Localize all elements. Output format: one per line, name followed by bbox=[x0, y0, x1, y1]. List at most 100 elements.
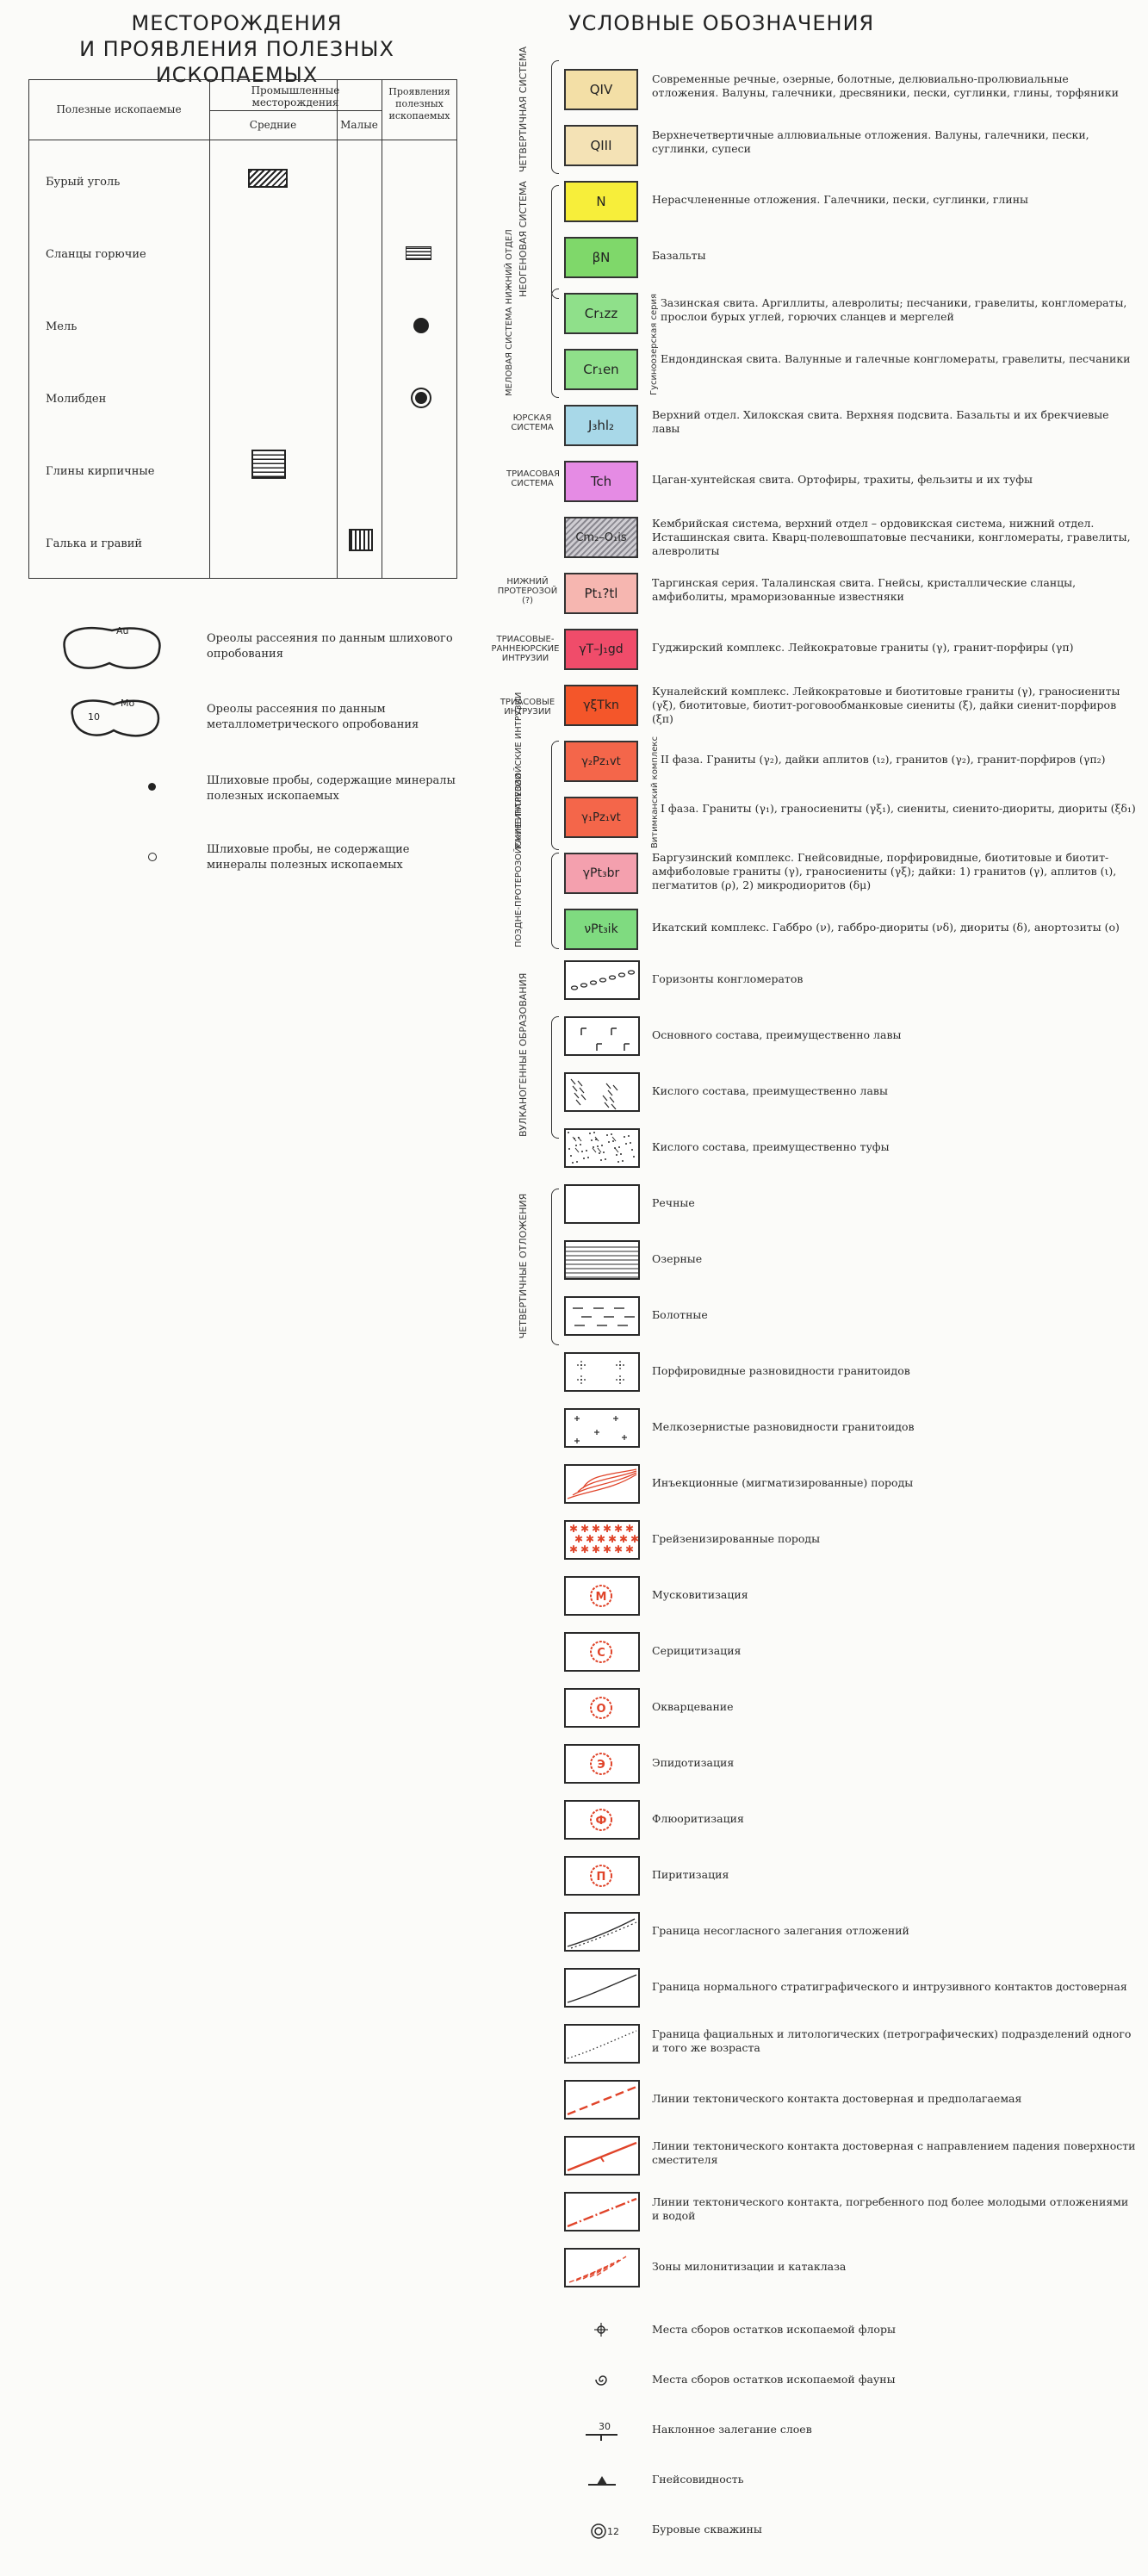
deposits-title: МЕСТОРОЖДЕНИЯ И ПРОЯВЛЕНИЯ ПОЛЕЗНЫХ ИСКО… bbox=[9, 10, 465, 88]
normal-contact-pattern-icon bbox=[564, 1968, 640, 2008]
legend-text: Граница несогласного залегания отложений bbox=[652, 1924, 909, 1937]
silicification-pattern-icon: О bbox=[564, 1688, 640, 1728]
deposit-name: Галька и гравий bbox=[46, 537, 143, 550]
copper-icon bbox=[413, 318, 429, 333]
brick-clay-icon bbox=[251, 450, 286, 479]
header-mineral: Полезные ископаемые bbox=[56, 103, 182, 115]
mo-label: Mo bbox=[121, 698, 134, 709]
basic-lavas-pattern-icon bbox=[564, 1016, 640, 1056]
svg-text:✱: ✱ bbox=[603, 1523, 611, 1535]
deposit-name: Сланцы горючие bbox=[46, 248, 146, 261]
legend-text: Современные речные, озерные, болотные, д… bbox=[652, 72, 1119, 99]
svg-text:✱: ✱ bbox=[580, 1543, 589, 1555]
deposit-name: Мель bbox=[46, 320, 78, 333]
group-label: МЕЛОВАЯ СИСТЕМА НИЖНИЙ ОТДЕЛ bbox=[505, 229, 514, 396]
group-label: ЧЕТВЕРТИЧНАЯ СИСТЕМА bbox=[518, 46, 529, 172]
unit-box-nu-pt3ik: νPt₃ik bbox=[564, 909, 638, 950]
grade-label: 10 bbox=[88, 711, 100, 723]
group-label: ПОЗДНЕ-ПРОТЕРОЗОЙСКИЕ ИНТРУЗИИ bbox=[514, 773, 524, 947]
legend-text: Граница фациальных и литологических (пет… bbox=[652, 2027, 1132, 2054]
group-label: ЧЕТВЕРТИЧНЫЕ ОТЛОЖЕНИЯ bbox=[518, 1193, 529, 1339]
table-border-top bbox=[28, 79, 457, 80]
group-label: НЕОГЕНОВАЯ СИСТЕМА bbox=[518, 181, 529, 297]
legend-text: Верхнечетвертичные аллювиальные отложени… bbox=[652, 128, 1089, 155]
unit-box-gamma-t-j1gd: γT–J₁gd bbox=[564, 629, 638, 670]
svg-text:✱: ✱ bbox=[569, 1543, 578, 1555]
legend-text: Порфировидные разновидности гранитоидов bbox=[652, 1364, 910, 1377]
svg-text:✱: ✱ bbox=[592, 1523, 600, 1535]
positive-sample-icon bbox=[148, 783, 156, 791]
group-brace bbox=[551, 1189, 559, 1345]
legend-text: Горизонты конгломератов bbox=[652, 972, 804, 985]
group-brace bbox=[551, 1016, 559, 1139]
deposit-name: Молибден bbox=[46, 393, 107, 406]
gravel-icon bbox=[349, 529, 373, 551]
unit-box-cr1en: Cr₁en bbox=[564, 349, 638, 390]
legend-text: Наклонное залегание слоев bbox=[652, 2423, 812, 2436]
legend-text: Гуджирский комплекс. Лейкократовые грани… bbox=[652, 641, 1074, 654]
svg-text:✱: ✱ bbox=[625, 1523, 634, 1535]
muscovitization-pattern-icon: М bbox=[564, 1576, 640, 1616]
unit-box-gamma-xi-tkn: γξTkn bbox=[564, 685, 638, 726]
svg-text:О: О bbox=[596, 1703, 605, 1716]
unconformity-pattern-icon bbox=[564, 1912, 640, 1952]
svg-text:✱: ✱ bbox=[625, 1543, 634, 1555]
legend-text: Пиритизация bbox=[652, 1868, 729, 1881]
borehole-number: 12 bbox=[607, 2526, 619, 2537]
table-border-left bbox=[28, 79, 29, 579]
injection-pattern-icon bbox=[564, 1464, 640, 1504]
tectonic-contact-pattern-icon bbox=[564, 2080, 640, 2120]
legend-text: Места сборов остатков ископаемой фауны bbox=[652, 2373, 896, 2386]
acid-lavas-pattern-icon bbox=[564, 1072, 640, 1112]
svg-text:✱: ✱ bbox=[614, 1523, 623, 1535]
legend-text: Ендондинская свита. Валунные и галечные … bbox=[661, 352, 1131, 365]
deposits-table: Полезные ископаемые Промышленные месторо… bbox=[28, 79, 457, 579]
conglomerate-horizons-pattern-icon bbox=[564, 960, 640, 1000]
group-brace bbox=[551, 289, 559, 398]
tectonic-buried-pattern-icon bbox=[564, 2192, 640, 2231]
unit-box-gamma1-pz1vt: γ₁Pz₁vt bbox=[564, 797, 638, 838]
header-industrial: Промышленные месторождения bbox=[251, 84, 340, 109]
acid-tuffs-pattern-icon bbox=[564, 1128, 640, 1168]
legend-text: Грейзенизированные породы bbox=[652, 1532, 821, 1545]
dip-value: 30 bbox=[599, 2421, 611, 2432]
svg-text:✱: ✱ bbox=[597, 1533, 605, 1545]
svg-text:✱: ✱ bbox=[619, 1533, 628, 1545]
group-label: ЮРСКАЯ СИСТЕМА bbox=[511, 413, 554, 432]
sampling-text: Ореолы рассеяния по данным металлометрич… bbox=[207, 703, 419, 731]
legend-text: Линии тектонического контакта, погребенн… bbox=[652, 2195, 1129, 2222]
fine-grained-pattern-icon bbox=[564, 1408, 640, 1448]
mylonite-pattern-icon bbox=[564, 2248, 640, 2287]
legend-text: Граница нормального стратиграфического и… bbox=[652, 1980, 1127, 1993]
legend-text: Озерные bbox=[652, 1252, 703, 1265]
sampling-text: Ореолы рассеяния по данным шлихового опр… bbox=[207, 632, 453, 661]
header-small: Малые bbox=[340, 119, 378, 131]
legend-text: Базальты bbox=[652, 249, 706, 262]
legend-text: Инъекционные (мигматизированные) породы bbox=[652, 1476, 914, 1489]
legend-text: Кислого состава, преимущественно лавы bbox=[652, 1084, 888, 1097]
unit-box-cr1zz: Cr₁zz bbox=[564, 293, 638, 334]
group-label: НИЖНИЙ ПРОТЕРОЗОЙ (?) bbox=[497, 577, 558, 605]
unit-box-cm2-o1is: Cm₂–O₁is bbox=[564, 517, 638, 558]
sericitization-pattern-icon: С bbox=[564, 1632, 640, 1672]
svg-text:✱: ✱ bbox=[603, 1543, 611, 1555]
legend-text: Мусковитизация bbox=[652, 1588, 748, 1601]
header-occurrences: Проявления полезных ископаемых bbox=[388, 86, 450, 121]
table-divider bbox=[209, 79, 210, 579]
unit-box-betan: βN bbox=[564, 237, 638, 278]
legend-text: Флюоритизация bbox=[652, 1812, 744, 1825]
legend-text: Баргузинский комплекс. Гнейсовидные, пор… bbox=[652, 851, 1117, 891]
fauna-site-icon bbox=[595, 2375, 607, 2386]
group-label: ТРИАСОВЫЕ-РАННЕЮРСКИЕ ИНТРУЗИИ bbox=[491, 635, 560, 663]
svg-text:С: С bbox=[597, 1647, 605, 1660]
unit-box-j3hl2: J₃hl₂ bbox=[564, 405, 638, 446]
unit-box-tch: Tch bbox=[564, 461, 638, 502]
deposit-name: Бурый уголь bbox=[46, 176, 121, 189]
legend-text: Зоны милонитизации и катаклаза bbox=[652, 2260, 847, 2273]
deposit-name: Глины кирпичные bbox=[46, 465, 155, 478]
group-brace bbox=[551, 185, 559, 299]
legend-text: Икатский комплекс. Габбро (ν), габбро-ди… bbox=[652, 921, 1120, 934]
brown-coal-icon bbox=[248, 169, 288, 188]
svg-text:✱: ✱ bbox=[586, 1533, 594, 1545]
unit-box-qiii: QIII bbox=[564, 125, 638, 166]
